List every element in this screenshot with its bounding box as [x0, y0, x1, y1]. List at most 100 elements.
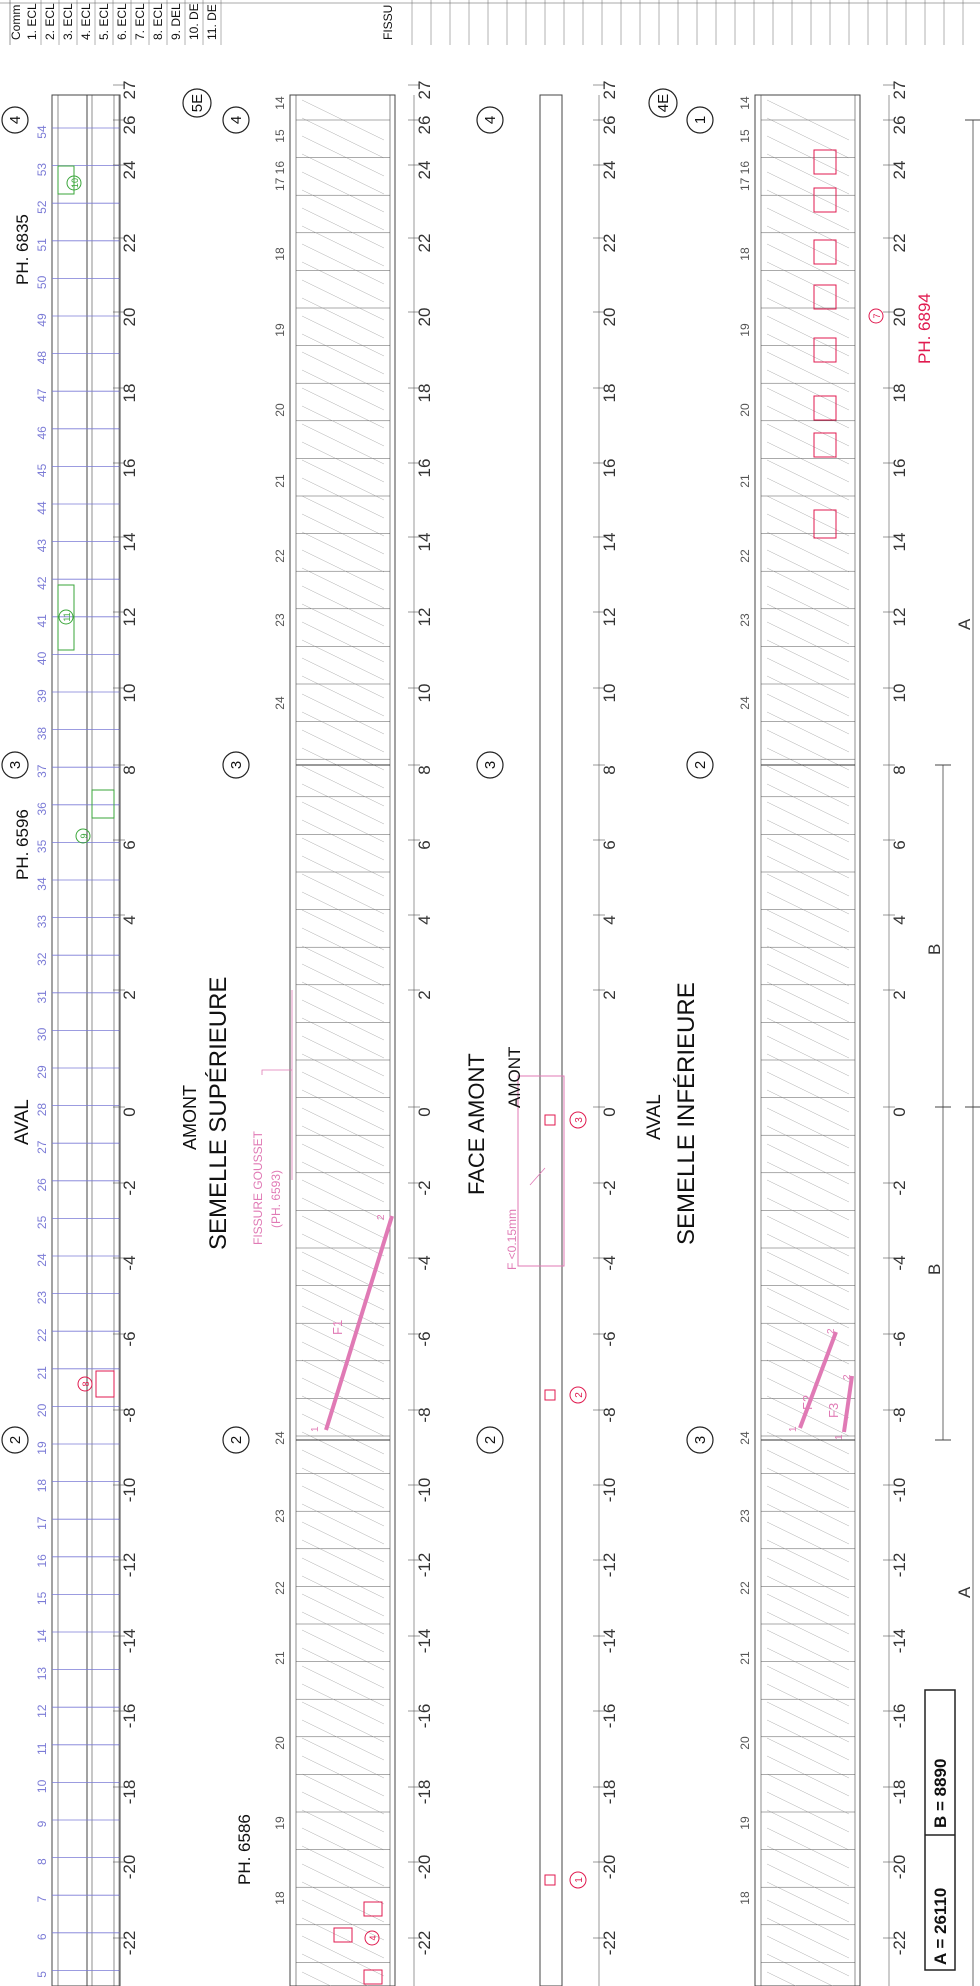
crack-f2-label: F2 [800, 1395, 815, 1410]
stiffener-number: 11 [35, 1742, 49, 1755]
ruler-label: 8 [600, 765, 619, 774]
section-amont-sup: AMONT [180, 1085, 200, 1150]
section-face-amont: FACE AMONT [464, 1053, 489, 1195]
station-number: 21 [738, 1651, 752, 1665]
ruler-label: 12 [120, 608, 139, 627]
legend-fissure: FISSU [381, 5, 395, 40]
ph6593: (PH. 6593) [269, 1170, 283, 1228]
crack-f3-start: 1 [834, 1434, 845, 1440]
station-number: 15 [273, 129, 287, 143]
ruler-label: 4 [120, 915, 139, 924]
ruler-label: 0 [120, 1107, 139, 1116]
ruler-label: 26 [890, 116, 909, 135]
ruler-label: -10 [415, 1478, 434, 1503]
ruler-label: 8 [120, 765, 139, 774]
stiffener-number: 19 [35, 1441, 49, 1455]
legend-line: 11. DE [205, 4, 219, 40]
stiffener-number: 30 [35, 1027, 49, 1041]
ruler-label: -14 [415, 1629, 434, 1654]
ruler-label: -18 [890, 1780, 909, 1805]
crack-f3-end: 2 [842, 1374, 853, 1380]
dim-b-top: B [925, 944, 944, 955]
stiffener-number: 10 [35, 1779, 49, 1793]
top-strip: 5453525150494847464544434241403938373635… [35, 94, 121, 1986]
axis-ax4e: 4E [655, 94, 672, 112]
ruler-label: 6 [120, 840, 139, 849]
stiffener-number: 48 [35, 351, 49, 365]
ruler-label: 14 [415, 533, 434, 552]
ruler-label: -14 [600, 1629, 619, 1654]
station-number: 14 [738, 96, 752, 110]
stiffener-number: 35 [35, 839, 49, 853]
stiffener-number: 47 [35, 388, 49, 402]
ruler-label: 24 [890, 161, 909, 180]
legend-line: 8. ECL [151, 3, 165, 40]
defect-area-8 [95, 1370, 115, 1398]
ruler-label: -14 [120, 1629, 139, 1654]
ruler-label: 8 [415, 765, 434, 774]
marker-8: 8 [81, 1381, 91, 1386]
axis-ax2_b: 2 [228, 1436, 245, 1444]
ruler-label: -2 [890, 1180, 909, 1195]
ruler-label: -20 [120, 1855, 139, 1880]
stiffener-number: 49 [35, 313, 49, 327]
ruler-label: -8 [890, 1407, 909, 1422]
stiffener-number: 33 [35, 915, 49, 929]
ruler-label: 20 [890, 308, 909, 327]
ruler-label: 18 [415, 384, 434, 403]
ruler-label: -6 [600, 1331, 619, 1346]
dim-a-value: A = 26110 [931, 1888, 950, 1965]
station-number: 21 [273, 1651, 287, 1665]
ruler-label: -18 [120, 1780, 139, 1805]
section-aval-top: AVAL [12, 1099, 33, 1145]
ruler-label: -8 [120, 1407, 139, 1422]
legend-line: 2. ECL [43, 3, 57, 40]
stiffener-number: 39 [35, 689, 49, 703]
stiffener-number: 18 [35, 1479, 49, 1493]
ruler-label: 24 [415, 161, 434, 180]
marker-1: 1 [574, 1877, 585, 1883]
ruler-label: -8 [415, 1407, 434, 1422]
ruler-label: 10 [600, 684, 619, 703]
photo-6586: PH. 6586 [235, 1814, 254, 1885]
stiffener-number: 20 [35, 1403, 49, 1417]
stiffener-number: 43 [35, 539, 49, 553]
station-number: 23 [273, 613, 287, 627]
gousset-leader [261, 1069, 292, 1075]
photo-6894: PH. 6894 [915, 293, 934, 364]
ruler-label: 22 [120, 234, 139, 253]
stiffener-number: 14 [35, 1629, 49, 1643]
crack-f1-label: F1 [330, 1320, 345, 1335]
stiffener-number: 34 [35, 877, 49, 891]
legend-line: 5. ECL [97, 3, 111, 40]
crack-f3 [842, 1375, 854, 1433]
defect-area-9 [91, 789, 115, 819]
stiffener-number: 38 [35, 727, 49, 741]
axis-ax3_c: 3 [482, 761, 499, 769]
ruler-label: -22 [120, 1931, 139, 1956]
axis-ax4_b: 4 [228, 116, 245, 124]
legend-header: Comm [9, 5, 23, 40]
defect-area-11 [57, 584, 75, 651]
section-semelle-sup: SEMELLE SUPÉRIEURE [205, 977, 232, 1250]
ruler-label: -20 [600, 1855, 619, 1880]
dim-b-mid: B [925, 1264, 944, 1275]
ruler-label: 6 [415, 840, 434, 849]
stiffener-number: 13 [35, 1667, 49, 1681]
station-number: 18 [738, 247, 752, 261]
axis-ax5e: 5E [189, 94, 206, 112]
station-number: 19 [273, 1816, 287, 1830]
ruler-label: 2 [890, 990, 909, 999]
ruler-label: -4 [120, 1255, 139, 1270]
ruler-label: -22 [890, 1931, 909, 1956]
marker-10: 10 [70, 178, 80, 188]
ruler-label: 26 [600, 116, 619, 135]
ruler-label: 16 [415, 459, 434, 478]
marker-2: 2 [574, 1392, 585, 1398]
marker-11: 11 [62, 612, 72, 621]
ruler-label: 18 [600, 384, 619, 403]
ruler-label: 2 [600, 990, 619, 999]
station-number: 23 [738, 613, 752, 627]
